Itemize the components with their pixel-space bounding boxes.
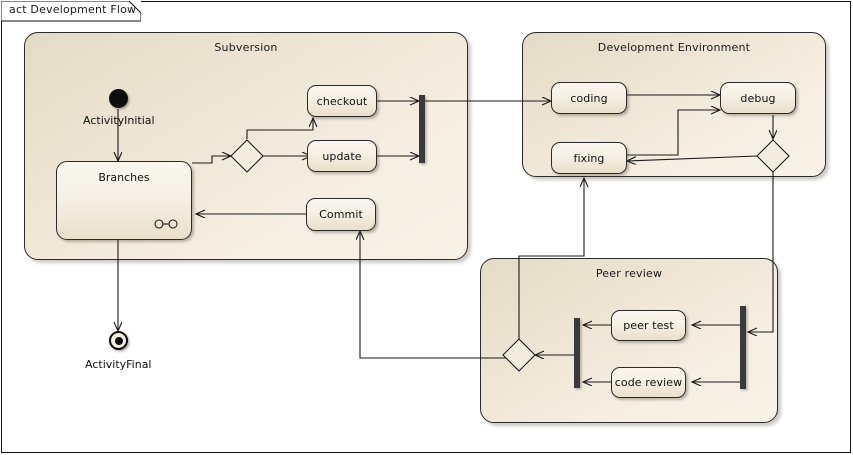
activity-initial-node[interactable] [109,89,128,108]
node-fixing[interactable]: fixing [551,142,627,174]
partition-subversion-title: Subversion [214,41,278,54]
activity-final-label: ActivityFinal [85,358,152,371]
frame-label: act Development Flow [9,3,137,16]
node-code-review[interactable]: code review [611,367,686,398]
node-checkout[interactable]: checkout [307,85,377,117]
node-branches-label: Branches [98,171,150,184]
node-fixing-label: fixing [573,151,605,165]
decision-node-branches[interactable] [230,139,264,173]
merge-node-peer-review[interactable] [502,338,536,372]
node-commit-label: Commit [319,208,363,221]
node-commit[interactable]: Commit [306,198,376,231]
fork-bar-peer-review[interactable] [740,306,746,389]
join-bar-subversion[interactable] [419,95,425,163]
activity-final-node[interactable] [109,331,128,350]
decision-node-debug[interactable] [756,139,790,173]
partition-peer-review-title: Peer review [595,267,663,280]
node-coding-label: coding [570,91,608,105]
frame-name-tab [1,1,141,22]
node-debug-label: debug [740,91,776,105]
node-peer-test[interactable]: peer test [611,310,686,341]
node-update[interactable]: update [307,140,377,172]
rake-icon [154,219,178,229]
node-code-review-label: code review [614,376,683,389]
node-coding[interactable]: coding [551,82,627,114]
node-update-label: update [322,149,362,163]
partition-development-environment-title: Development Environment [597,41,751,54]
node-debug[interactable]: debug [720,82,796,114]
activity-initial-label: ActivityInitial [83,114,155,127]
node-peer-test-label: peer test [623,319,674,332]
frame-tab-shape [1,1,141,22]
node-branches[interactable]: Branches [56,161,192,240]
node-checkout-label: checkout [316,94,368,108]
join-bar-peer-review[interactable] [574,318,580,388]
